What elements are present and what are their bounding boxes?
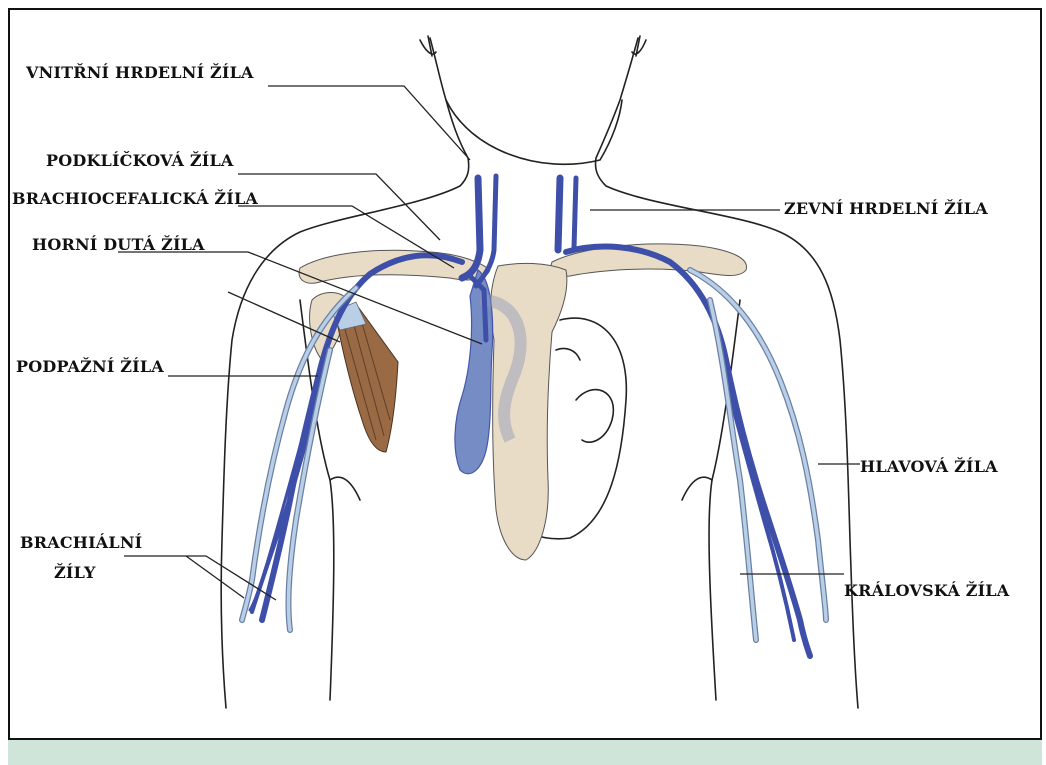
label-brachiocephalic-vein: BRACHIOCEFALICKÁ ŽÍLA — [12, 188, 258, 210]
label-brachial-veins-line1: BRACHIÁLNÍ — [20, 532, 142, 554]
label-subclavian-vein: PODKLÍČKOVÁ ŽÍLA — [46, 150, 234, 172]
label-cephalic-vein: HLAVOVÁ ŽÍLA — [860, 456, 998, 478]
label-superior-vena-cava: HORNÍ DUTÁ ŽÍLA — [32, 234, 205, 256]
label-axillary-vein: PODPAŽNÍ ŽÍLA — [16, 356, 164, 378]
label-internal-jugular-vein: VNITŘNÍ HRDELNÍ ŽÍLA — [26, 62, 254, 84]
label-brachial-veins-line2: ŽÍLY — [54, 562, 96, 584]
label-external-jugular-vein: ZEVNÍ HRDELNÍ ŽÍLA — [784, 198, 988, 220]
label-basilic-vein: KRÁLOVSKÁ ŽÍLA — [844, 580, 1009, 602]
